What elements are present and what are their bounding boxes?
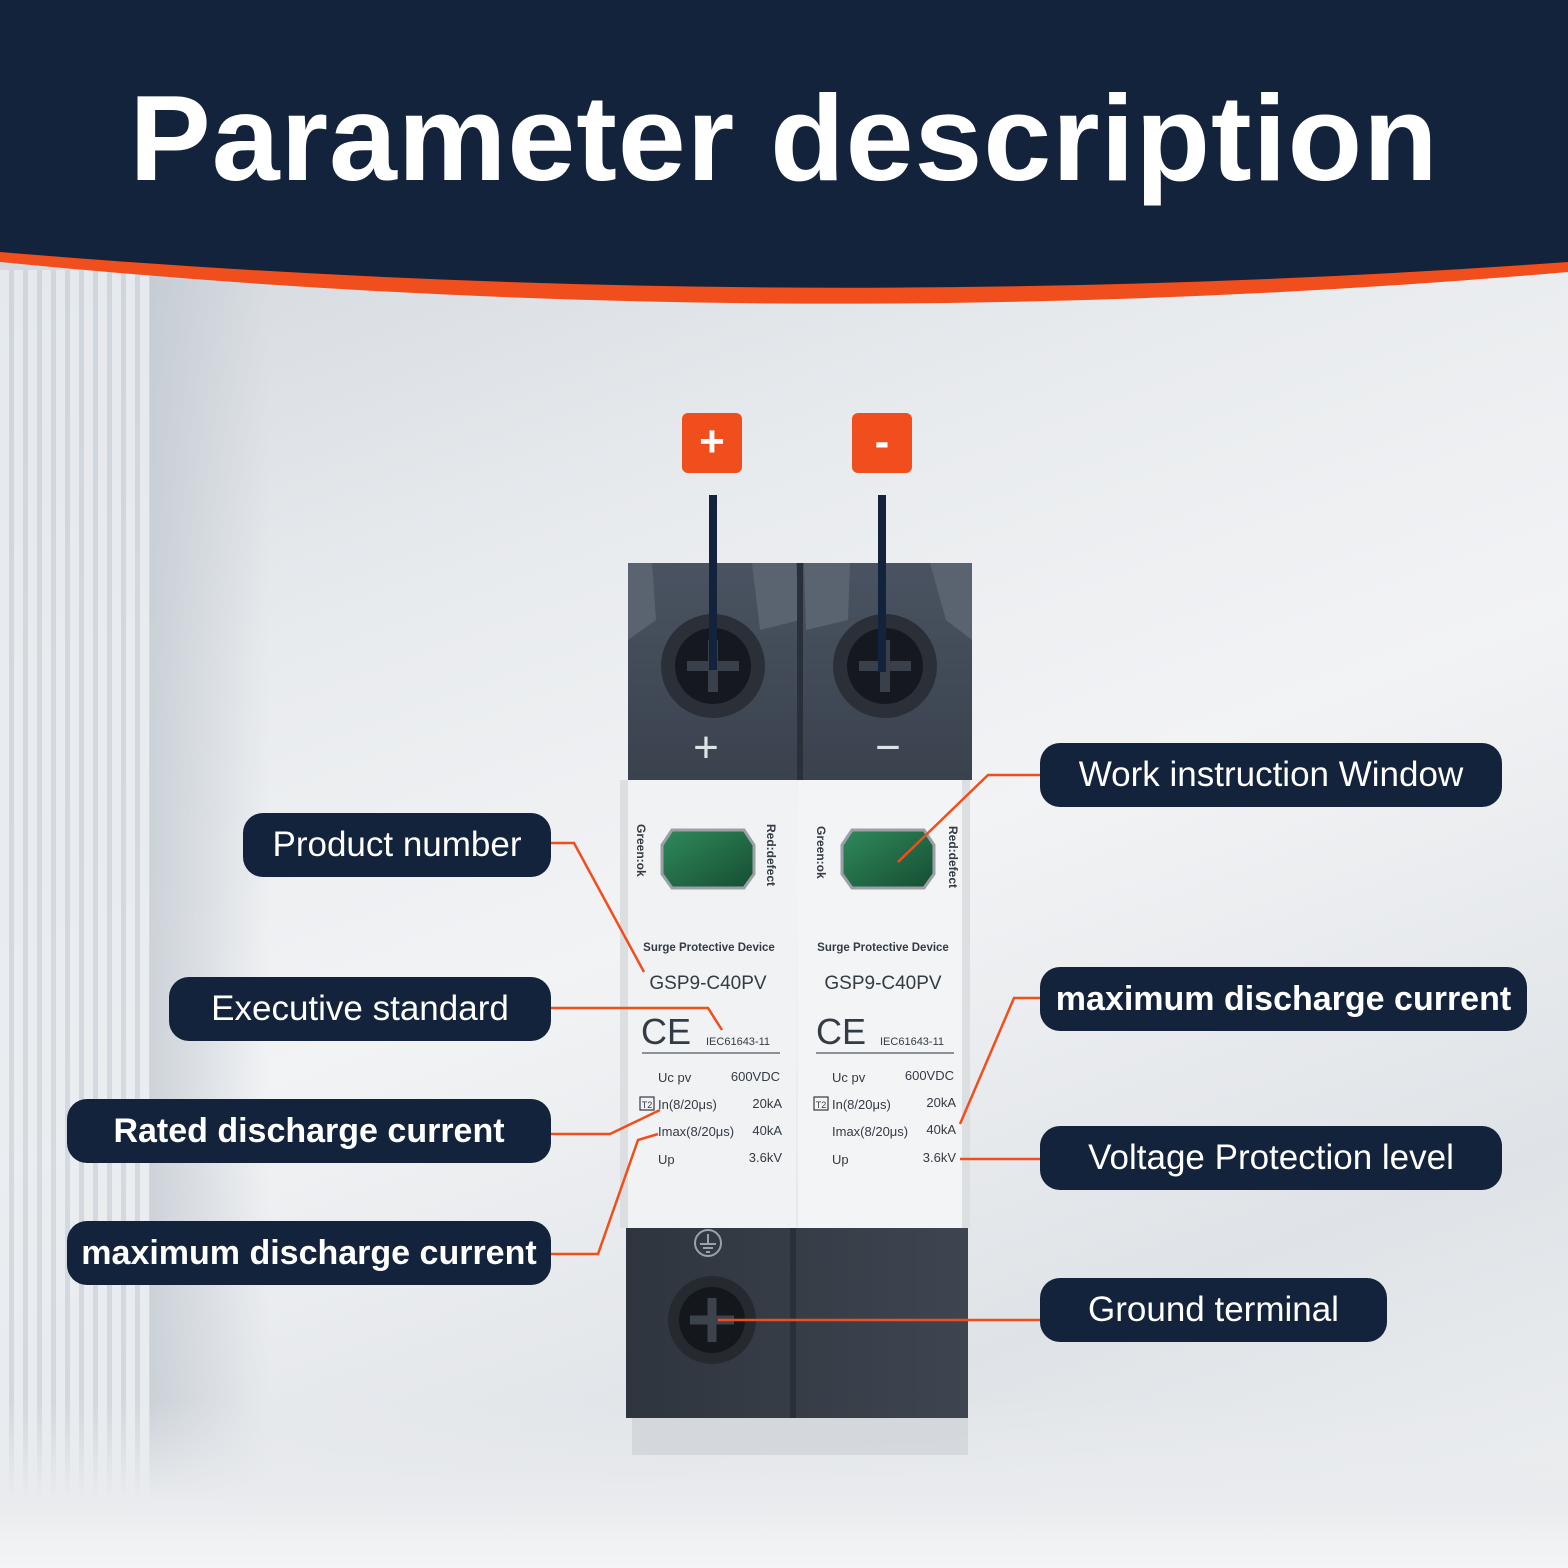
red-defect-label-left: Red:defect — [764, 824, 778, 886]
background-stripes — [0, 270, 150, 1568]
device-name-left: Surge Protective Device — [643, 942, 775, 954]
param-name-right-4: Up — [832, 1152, 849, 1167]
param-value-right-1: 600VDC — [905, 1068, 954, 1083]
model-number-left: GSP9-C40PV — [649, 973, 767, 994]
param-name-left-3: Imax(8/20μs) — [658, 1124, 734, 1139]
ce-mark-left: CE — [641, 1011, 691, 1052]
indicator-window-left — [660, 828, 756, 890]
standard-label-left: IEC61643-11 — [706, 1036, 770, 1048]
t2-mark-right: T2 — [816, 1100, 827, 1110]
green-ok-label-left: Green:ok — [634, 824, 648, 877]
ground-screw-icon — [668, 1276, 756, 1364]
green-ok-label-right: Green:ok — [814, 826, 828, 879]
callout-maximum-discharge-current-left: maximum discharge current — [67, 1221, 551, 1285]
negative-polarity-badge: - — [852, 413, 912, 473]
red-defect-label-right: Red:defect — [946, 826, 960, 888]
ce-mark-right: CE — [816, 1011, 866, 1052]
bottom-terminal-block — [626, 1228, 968, 1418]
background-shade — [150, 270, 270, 1568]
t2-mark-left: T2 — [642, 1100, 653, 1110]
param-name-right-3: Imax(8/20μs) — [832, 1124, 908, 1139]
module-plus-sign: + — [693, 723, 719, 772]
module-minus-sign: − — [875, 723, 901, 772]
param-value-left-2: 20kA — [752, 1096, 782, 1111]
page-title: Parameter description — [129, 70, 1439, 206]
positive-polarity-badge: + — [682, 413, 742, 473]
param-name-right-1: Uc pv — [832, 1070, 866, 1085]
model-number-right: GSP9-C40PV — [824, 973, 942, 994]
callout-ground-terminal: Ground terminal — [1040, 1278, 1387, 1342]
device-name-right: Surge Protective Device — [817, 942, 949, 954]
param-name-left-2: In(8/20μs) — [658, 1097, 717, 1112]
top-terminal-block: + − — [628, 563, 972, 780]
callout-rated-discharge-current: Rated discharge current — [67, 1099, 551, 1163]
param-value-right-3: 40kA — [926, 1122, 956, 1137]
param-value-right-2: 20kA — [926, 1095, 956, 1110]
indicator-window-right — [840, 828, 936, 890]
param-value-left-1: 600VDC — [731, 1069, 780, 1084]
header-banner — [0, 0, 1568, 304]
param-name-left-4: Up — [658, 1152, 675, 1167]
callout-voltage-protection-level: Voltage Protection level — [1040, 1126, 1502, 1190]
param-value-left-4: 3.6kV — [749, 1150, 783, 1165]
param-name-left-1: Uc pv — [658, 1070, 692, 1085]
param-value-right-4: 3.6kV — [923, 1150, 957, 1165]
standard-label-right: IEC61643-11 — [880, 1036, 944, 1048]
callout-product-number: Product number — [243, 813, 551, 877]
callout-executive-standard: Executive standard — [169, 977, 551, 1041]
callout-maximum-discharge-current-right: maximum discharge current — [1040, 967, 1527, 1031]
callout-work-instruction-window: Work instruction Window — [1040, 743, 1502, 807]
callout-lines — [550, 773, 1040, 1322]
ground-symbol-icon — [694, 1229, 722, 1257]
param-name-right-2: In(8/20μs) — [832, 1097, 891, 1112]
param-value-left-3: 40kA — [752, 1123, 782, 1138]
